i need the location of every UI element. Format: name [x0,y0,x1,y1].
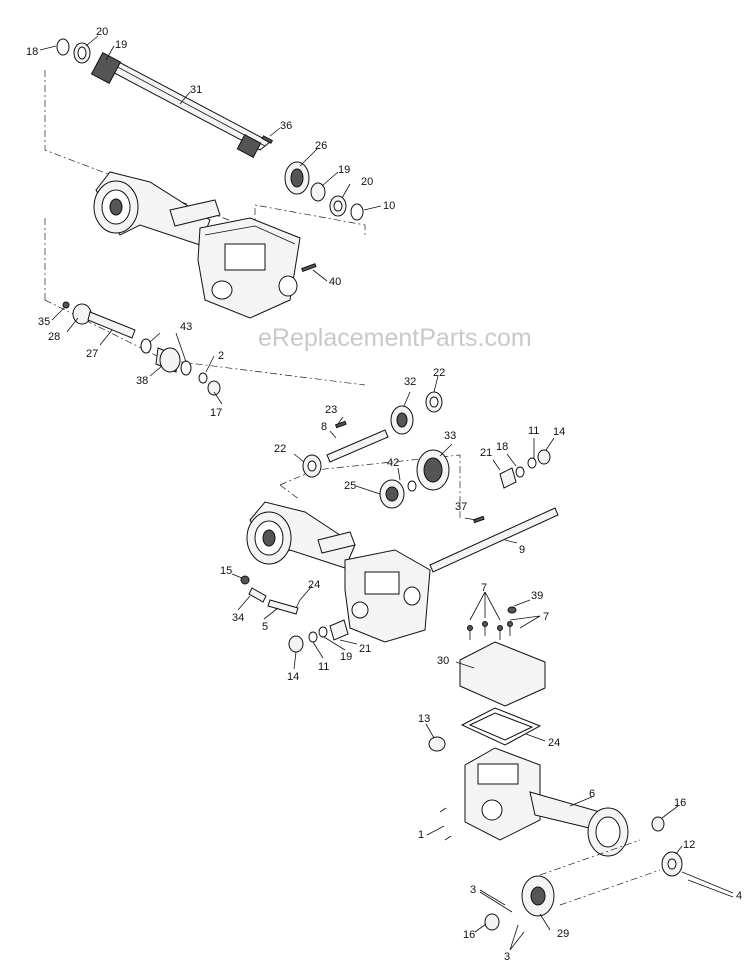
callout-28: 27 [86,348,98,360]
callout-3: 3 [470,884,476,896]
callout-18: 19 [340,651,352,663]
callout-36: 35 [38,316,50,328]
callout-38: 37 [455,501,467,513]
callout-8: 8 [321,421,327,433]
callout-12: 12 [683,839,695,851]
callout-30: 29 [557,928,569,940]
leader-lines [39,35,734,951]
callout-6: 6 [589,788,595,800]
callout-39: 38 [136,375,148,387]
callout-17: 17 [210,407,222,419]
middle-gearbox-assembly [240,391,559,653]
callout-16: 16 [674,797,686,809]
callout-35: 34 [232,612,244,624]
callout-21: 21 [359,643,371,655]
callout-2: 2 [218,350,224,362]
callout-10: 10 [383,200,395,212]
callout-19: 19 [338,164,350,176]
callout-34: 33 [444,430,456,442]
callout-32: 31 [190,84,202,96]
callout-25: 24 [548,737,560,749]
callout-14: 14 [287,671,299,683]
callout-4: 4 [736,890,742,902]
callout-29: 28 [48,331,60,343]
callout-18: 18 [496,441,508,453]
callout-15: 15 [220,565,232,577]
callout-27: 26 [315,140,327,152]
callout-7: 7 [543,611,549,623]
callout-26: 25 [344,480,356,492]
callout-42: 42 [387,457,399,469]
callout-21: 21 [480,447,492,459]
callout-9: 9 [519,544,525,556]
callout-33: 32 [404,376,416,388]
callout-14: 14 [553,426,565,438]
callout-1: 1 [418,829,424,841]
callout-31: 30 [437,655,449,667]
callout-22: 22 [274,443,286,455]
callout-labels: 18 20 19 31 36 26 19 20 10 40 43 35 28 2… [26,26,742,963]
watermark-text: eReplacementParts.com [258,324,532,352]
callout-11: 11 [528,425,539,437]
upper-axle-assembly [44,38,366,396]
callout-20: 20 [96,26,108,38]
callout-22: 22 [433,367,445,379]
callout-20: 20 [361,176,373,188]
callout-7: 7 [481,582,487,594]
callout-11: 11 [318,661,329,673]
callout-41: 40 [329,276,341,288]
callout-5: 5 [262,621,268,633]
callout-37: 36 [280,120,292,132]
callout-24: 24 [308,579,320,591]
callout-19: 19 [115,39,127,51]
callout-13: 13 [418,713,430,725]
callout-16: 16 [463,929,475,941]
callout-3: 3 [504,951,510,963]
callout-40: 39 [531,590,543,602]
callout-23: 23 [325,404,337,416]
callout-43: 43 [180,321,192,333]
lower-housing-assembly [428,606,683,931]
callout-18: 18 [26,46,38,58]
